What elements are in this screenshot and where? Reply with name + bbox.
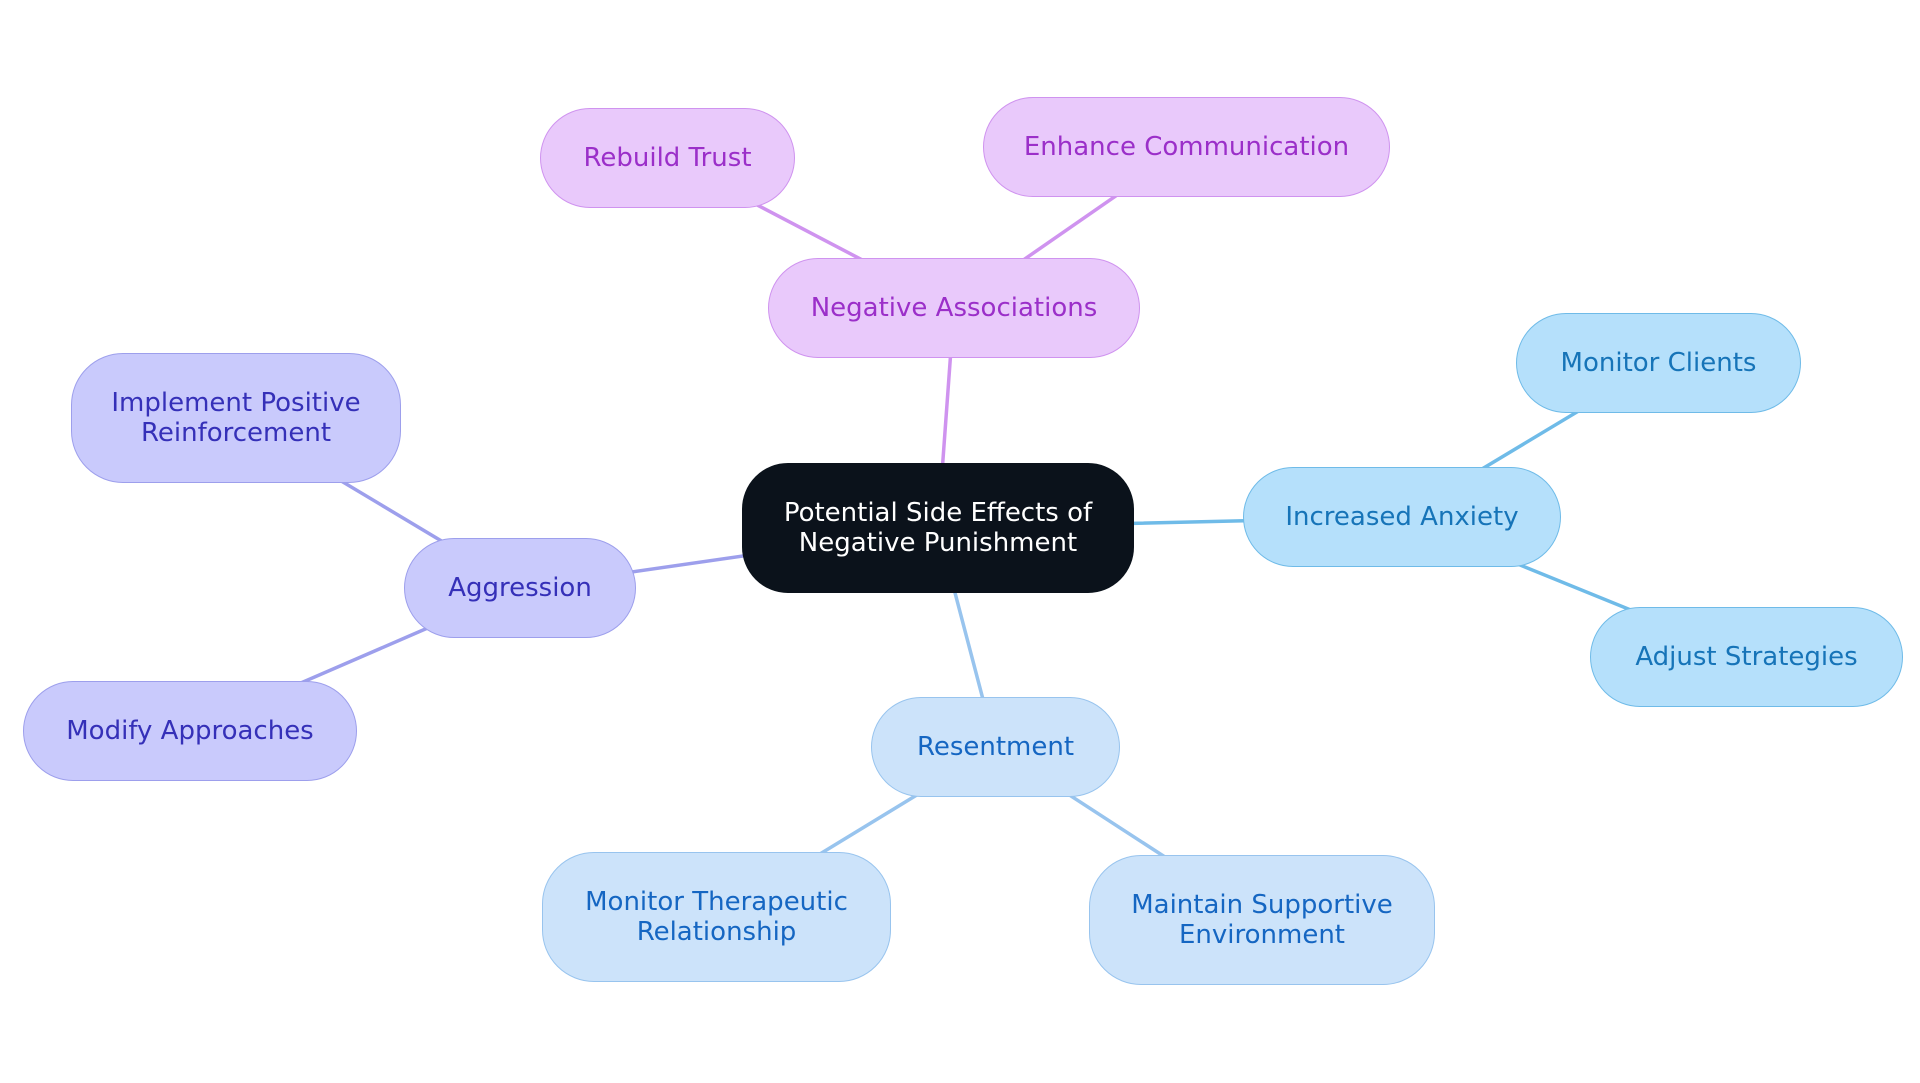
node-modify-approaches: Modify Approaches [23, 681, 357, 781]
node-resentment: Resentment [871, 697, 1120, 797]
node-maintain-supportive-environment: Maintain Supportive Environment [1089, 855, 1435, 985]
node-rebuild-trust: Rebuild Trust [540, 108, 795, 208]
node-root: Potential Side Effects of Negative Punis… [742, 463, 1134, 593]
node-enhance-communication: Enhance Communication [983, 97, 1390, 197]
node-monitor-clients: Monitor Clients [1516, 313, 1801, 413]
node-monitor-therapeutic-relationship: Monitor Therapeutic Relationship [542, 852, 891, 982]
node-adjust-strategies: Adjust Strategies [1590, 607, 1903, 707]
node-increased-anxiety: Increased Anxiety [1243, 467, 1561, 567]
node-implement-positive-reinforcement: Implement Positive Reinforcement [71, 353, 401, 483]
node-aggression: Aggression [404, 538, 636, 638]
node-negative-associations: Negative Associations [768, 258, 1140, 358]
